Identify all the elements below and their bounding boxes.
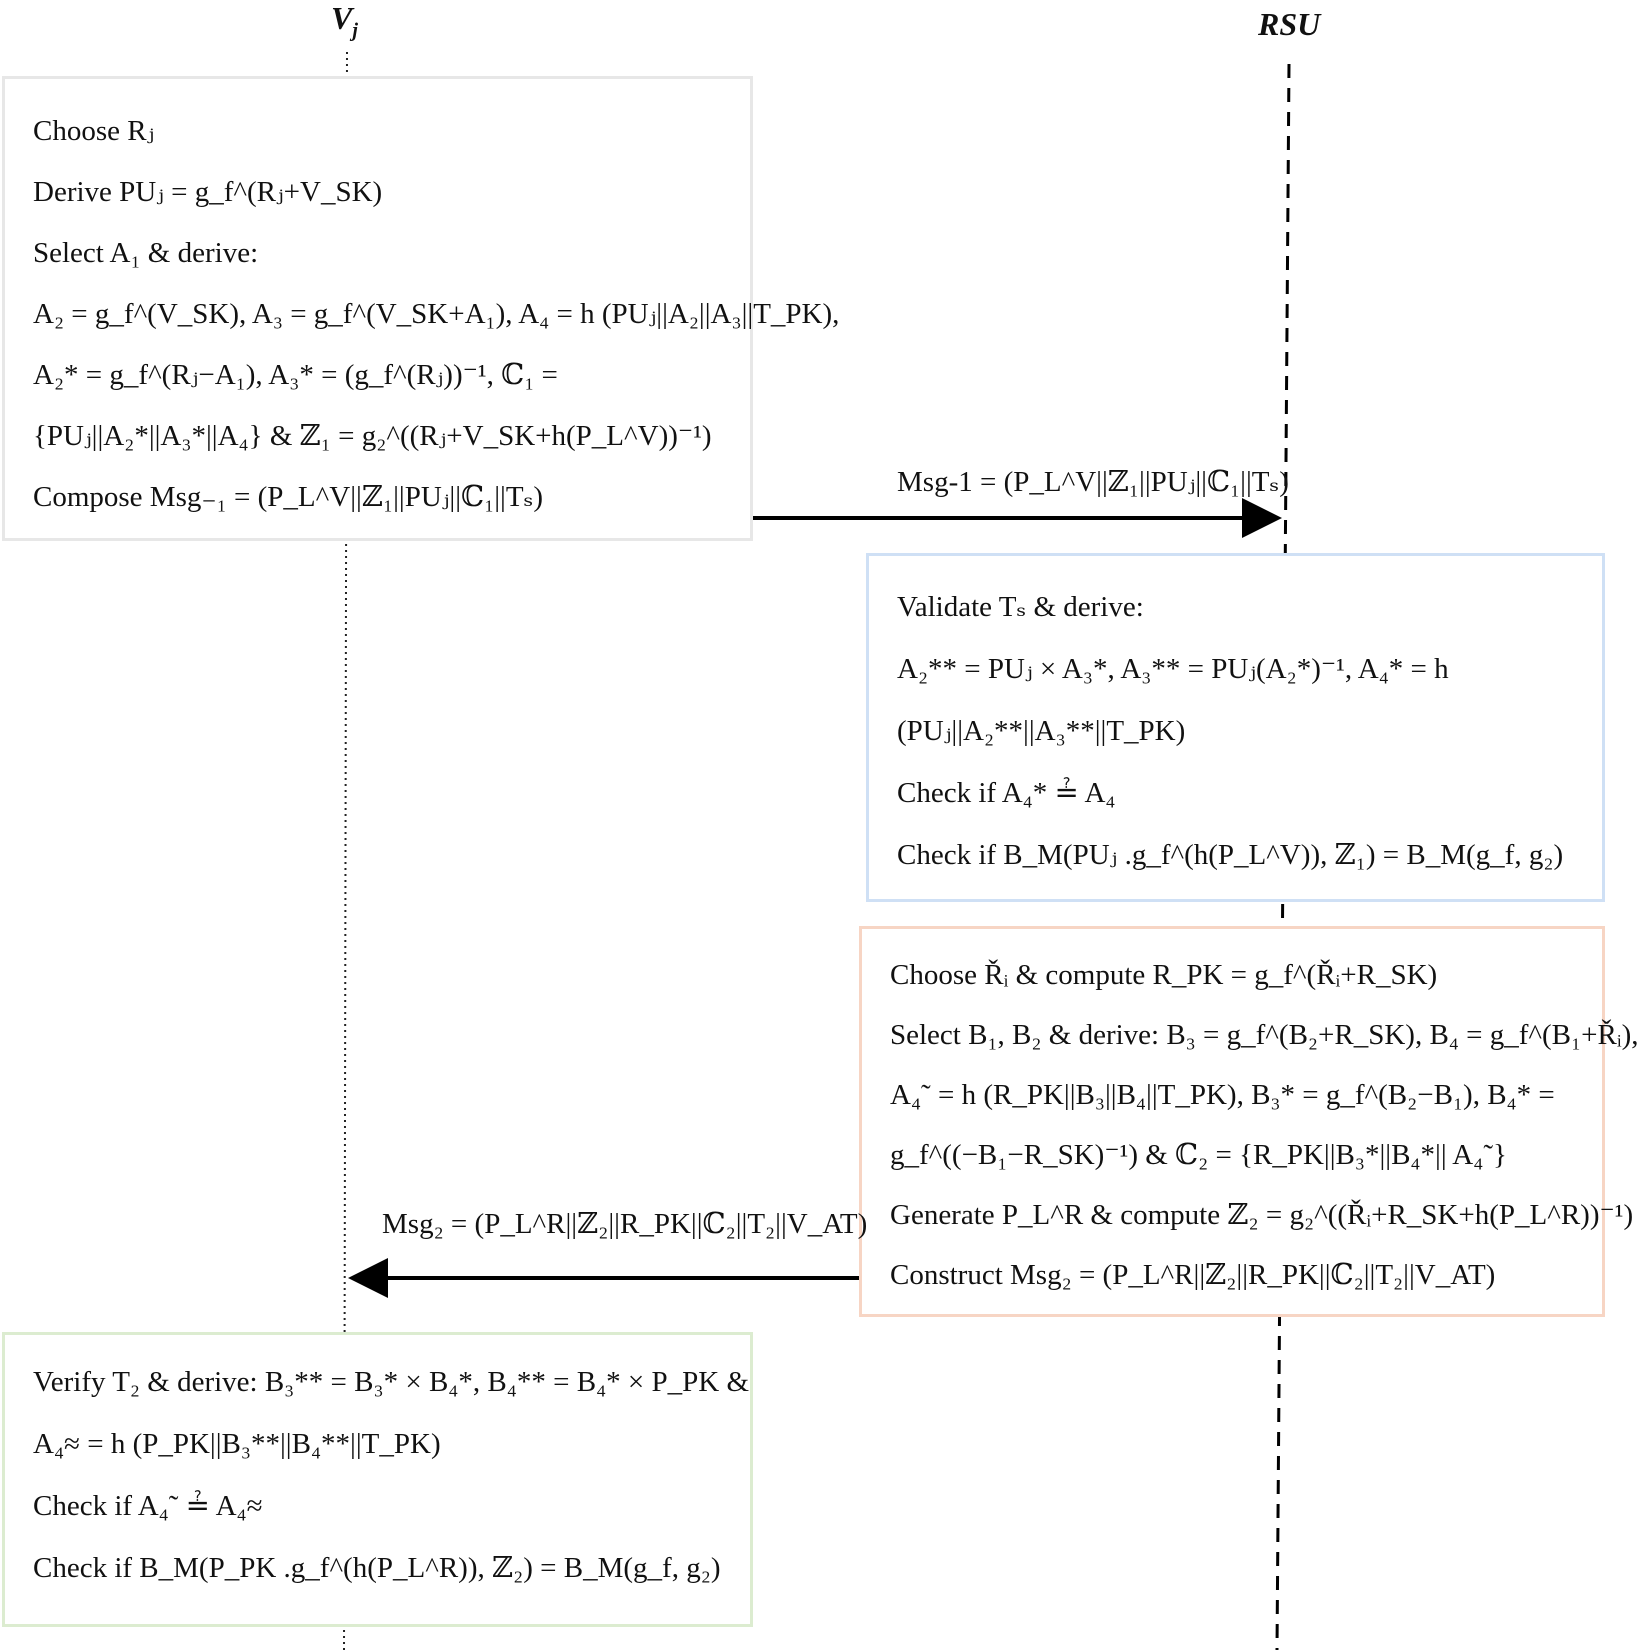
rsu-validate-line: Validate Tₛ & derive: [897, 591, 1144, 623]
rsu-validate-box: Validate Tₛ & derive: A₂** = PUⱼ × A₃*, … [866, 553, 1605, 902]
vj-compose-line: {PUⱼ||A₂*||A₃*||A₄} & ℤ₁ = g₂^((Rⱼ+V_SK+… [33, 420, 712, 452]
vj-compose-line: A₂ = g_f^(V_SK), A₃ = g_f^(V_SK+A₁), A₄ … [33, 298, 840, 330]
rsu-compute-line: Generate P_L^R & compute ℤ₂ = g₂^((Řᵢ+R_… [890, 1199, 1634, 1231]
rsu-compute-line: Select B₁, B₂ & derive: B₃ = g_f^(B₂+R_S… [890, 1019, 1638, 1051]
vj-compose-box: Choose Rⱼ Derive PUⱼ = g_f^(Rⱼ+V_SK) Sel… [2, 76, 840, 541]
vj-compose-line: Compose Msg₋₁ = (P_L^V||ℤ₁||PUⱼ||ℂ₁||Tₛ) [33, 481, 543, 513]
rsu-compute-line: Construct Msg₂ = (P_L^R||ℤ₂||R_PK||ℂ₂||T… [890, 1259, 1496, 1291]
vehicle-actor-name: V [331, 0, 353, 36]
vj-verify-line: Check if B_M(P_PK .g_f^(h(P_L^R)), ℤ₂) =… [33, 1552, 721, 1584]
msg2-label: Msg₂ = (P_L^R||ℤ₂||R_PK||ℂ₂||T₂||V_AT) [382, 1208, 868, 1240]
rsu-validate-line: A₂** = PUⱼ × A₃*, A₃** = PUⱼ(A₂*)⁻¹, A₄*… [897, 653, 1449, 685]
vj-compose-line: A₂* = g_f^(Rⱼ−A₁), A₃* = (g_f^(Rⱼ))⁻¹, ℂ… [33, 359, 558, 391]
vj-compose-line: Choose Rⱼ [33, 115, 155, 147]
rsu-compute-line: g_f^((−B₁−R_SK)⁻¹) & ℂ₂ = {R_PK||B₃*||B₄… [890, 1139, 1507, 1171]
vj-verify-line: Check if A₄˜ ≟ A₄≈ [33, 1490, 263, 1522]
rsu-validate-line: Check if A₄* ≟ A₄ [897, 777, 1116, 809]
vj-lifeline [343, 51, 348, 1651]
vj-verify-line: A₄≈ = h (P_PK||B₃**||B₄**||T_PK) [33, 1428, 441, 1460]
vehicle-actor-subscript: j [352, 19, 358, 42]
rsu-compute-box: Choose Řᵢ & compute R_PK = g_f^(Řᵢ+R_SK)… [859, 926, 1638, 1317]
rsu-actor-label: RSU [1258, 6, 1321, 42]
vj-verify-box: Verify T₂ & derive: B₃** = B₃* × B₄*, B₄… [2, 1332, 753, 1627]
rsu-validate-line: Check if B_M(PUⱼ .g_f^(h(P_L^V)), ℤ₁) = … [897, 839, 1564, 871]
vj-verify-line: Verify T₂ & derive: B₃** = B₃* × B₄*, B₄… [33, 1366, 750, 1398]
rsu-compute-line: Choose Řᵢ & compute R_PK = g_f^(Řᵢ+R_SK) [890, 959, 1438, 991]
vj-compose-line: Select A₁ & derive: [33, 237, 259, 269]
rsu-validate-line: (PUⱼ||A₂**||A₃**||T_PK) [897, 715, 1186, 747]
rsu-compute-line: A₄˜ = h (R_PK||B₃||B₄||T_PK), B₃* = g_f^… [890, 1079, 1555, 1111]
msg1-label: Msg-1 = (P_L^V||ℤ₁||PUⱼ||ℂ₁||Tₛ) [897, 466, 1289, 498]
vehicle-actor-label: Vj [331, 2, 358, 40]
vj-compose-line: Derive PUⱼ = g_f^(Rⱼ+V_SK) [33, 176, 383, 208]
